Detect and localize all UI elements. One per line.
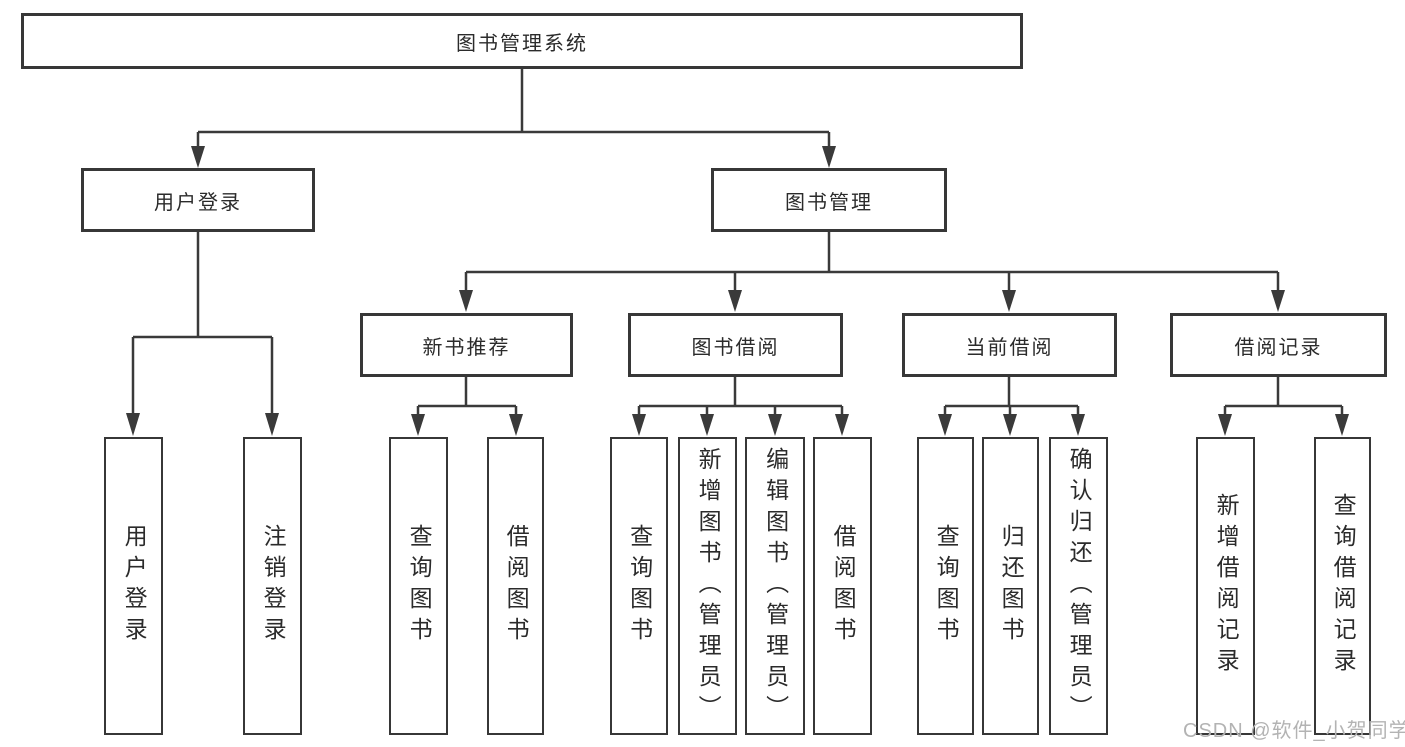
node-new-book-recommend: 新书推荐 — [360, 313, 573, 377]
leaf-borrow-query-books-label: 查询图书 — [626, 524, 653, 648]
node-current-borrow-label: 当前借阅 — [965, 336, 1054, 359]
leaf-borrow-books: 借阅图书 — [813, 437, 872, 735]
node-borrow-records: 借阅记录 — [1170, 313, 1387, 377]
leaf-current-query-books-label: 查询图书 — [933, 524, 960, 648]
node-user-login: 用户登录 — [81, 168, 315, 232]
leaf-confirm-return-admin: 确认归还（管理员） — [1049, 437, 1108, 735]
node-book-management: 图书管理 — [711, 168, 947, 232]
leaf-logout: 注销登录 — [243, 437, 302, 735]
leaf-recommend-query-books-label: 查询图书 — [406, 524, 433, 648]
leaf-add-books-admin: 新增图书（管理员） — [678, 437, 737, 735]
leaf-add-borrow-record: 新增借阅记录 — [1196, 437, 1255, 735]
node-current-borrow: 当前借阅 — [902, 313, 1117, 377]
node-book-borrow-label: 图书借阅 — [691, 336, 780, 359]
connector-strokes — [131, 69, 1344, 415]
node-borrow-records-label: 借阅记录 — [1234, 336, 1323, 359]
leaf-user-login-label: 用户登录 — [121, 524, 148, 648]
leaf-borrow-books-label: 借阅图书 — [830, 524, 857, 648]
node-book-management-label: 图书管理 — [785, 191, 873, 214]
leaf-recommend-borrow-books-label: 借阅图书 — [503, 524, 530, 648]
csdn-watermark: CSDN @软件_小贺同学 — [1183, 720, 1405, 742]
node-root-label: 图书管理系统 — [456, 32, 588, 55]
leaf-add-borrow-record-label: 新增借阅记录 — [1213, 493, 1240, 679]
leaf-query-borrow-record-label: 查询借阅记录 — [1330, 493, 1357, 679]
leaf-edit-books-admin: 编辑图书（管理员） — [745, 437, 805, 735]
leaf-borrow-query-books: 查询图书 — [610, 437, 668, 735]
leaf-edit-books-admin-label: 编辑图书（管理员） — [762, 446, 789, 726]
leaf-confirm-return-admin-label: 确认归还（管理员） — [1066, 446, 1093, 726]
leaf-add-books-admin-label: 新增图书（管理员） — [695, 446, 722, 726]
node-book-borrow: 图书借阅 — [628, 313, 843, 377]
node-root: 图书管理系统 — [21, 13, 1023, 69]
leaf-recommend-query-books: 查询图书 — [389, 437, 448, 735]
node-user-login-label: 用户登录 — [154, 191, 242, 214]
leaf-recommend-borrow-books: 借阅图书 — [487, 437, 544, 735]
leaf-current-query-books: 查询图书 — [917, 437, 974, 735]
node-new-book-recommend-label: 新书推荐 — [422, 336, 511, 359]
leaf-query-borrow-record: 查询借阅记录 — [1314, 437, 1371, 735]
leaf-return-books-label: 归还图书 — [998, 524, 1025, 648]
leaf-return-books: 归还图书 — [982, 437, 1039, 735]
leaf-logout-label: 注销登录 — [260, 524, 287, 648]
arrow-heads — [126, 146, 1349, 436]
leaf-user-login: 用户登录 — [104, 437, 163, 735]
